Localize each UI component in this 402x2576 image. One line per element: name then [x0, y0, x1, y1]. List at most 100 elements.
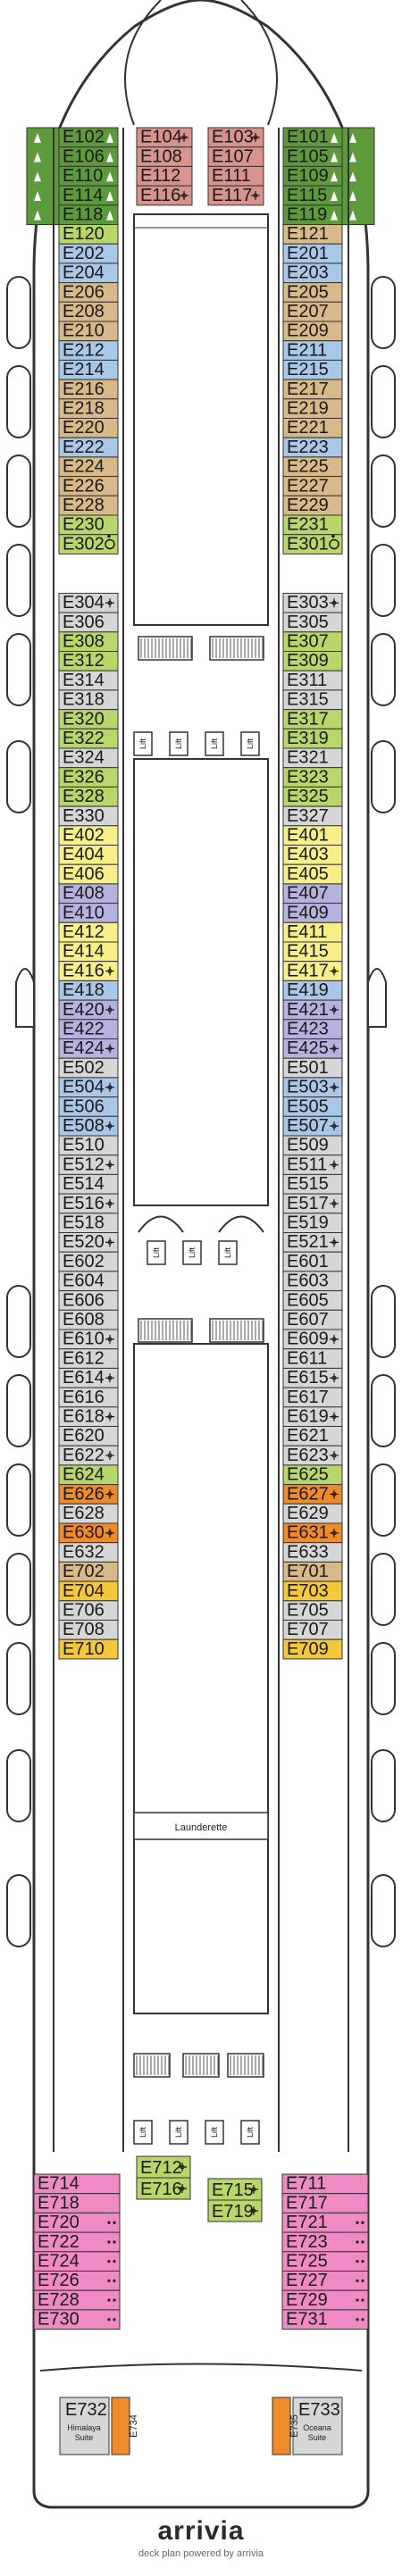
lifeboat-icon-shape	[106, 190, 113, 201]
cabin-port: E218	[58, 398, 119, 419]
cabin-starboard: E415	[282, 941, 343, 963]
stair-box	[133, 2053, 171, 2078]
cabin-number: E707	[287, 1620, 329, 1639]
lifeboat	[371, 276, 396, 349]
lift-label: Lift	[152, 1247, 161, 1259]
suite-side	[272, 2397, 291, 2455]
public-area	[133, 1343, 269, 2014]
cabin-starboard: E619	[282, 1406, 343, 1428]
connecting-door-icon	[330, 1005, 339, 1014]
connect-dot	[107, 1491, 113, 1496]
cabin-number: E307	[287, 632, 329, 652]
connecting-door-icon	[330, 1528, 339, 1538]
cabin-number: E315	[287, 690, 329, 710]
cabin-aft: E718	[33, 2193, 121, 2213]
cabin-number: E414	[63, 942, 105, 962]
cabin-number: E228	[63, 496, 105, 515]
cabin-number: E404	[63, 845, 105, 864]
cabin-starboard: E417	[282, 961, 343, 981]
lifeboat-icon	[106, 132, 113, 143]
atrium-stair	[218, 1215, 264, 1233]
cabin-number: E716	[140, 2180, 182, 2199]
cabin-number: E201	[287, 244, 329, 263]
cabin-number: E509	[287, 1136, 329, 1155]
connect-dot	[331, 1007, 337, 1013]
cabin-starboard: E603	[282, 1271, 343, 1292]
lift-box	[169, 731, 188, 756]
cabin-number: E319	[287, 729, 329, 748]
cabin-port: E312	[58, 651, 119, 671]
cabin-number: E204	[63, 263, 105, 283]
lift-box	[133, 2120, 153, 2145]
wheelchair-head	[331, 534, 335, 538]
connecting-door-icon	[178, 2184, 187, 2193]
cabin-number: E621	[287, 1426, 329, 1446]
bow-line	[124, 0, 162, 126]
cabin-number: E702	[63, 1562, 105, 1581]
suite-number: E732	[65, 2400, 107, 2420]
connect-cross	[105, 1238, 114, 1247]
connecting-door-icon	[330, 1412, 339, 1421]
connect-cross	[249, 2206, 258, 2215]
cabin-number: E421	[287, 1000, 329, 1020]
connect-cross	[251, 190, 260, 200]
cabin-center: E117	[207, 185, 264, 206]
sofa-dot	[361, 2260, 364, 2263]
tender	[367, 968, 387, 1028]
sofa-dot	[113, 2298, 116, 2302]
cabin-number: E308	[63, 632, 105, 652]
cabin-number: E417	[287, 961, 329, 980]
connecting-door-icon	[105, 1528, 114, 1538]
cabin-number: E403	[287, 845, 329, 864]
cabin-number: E712	[140, 2158, 182, 2178]
cabin-starboard: E611	[282, 1348, 343, 1369]
arrivia-logo: arrivia	[157, 2516, 245, 2546]
cabin-starboard: E519	[282, 1213, 343, 1234]
cabin-starboard: E119	[282, 204, 343, 226]
suite-side-number: E735	[289, 2414, 300, 2438]
cabin-number: E711	[286, 2174, 326, 2194]
cabin-number: E630	[63, 1523, 105, 1543]
cabin-port: E106	[58, 146, 119, 167]
connect-cross	[105, 1412, 114, 1421]
lifeboat-icon	[331, 171, 338, 182]
lifeboat	[6, 1642, 31, 1715]
connect-dot	[107, 600, 113, 605]
connecting-door-icon	[330, 1198, 339, 1208]
cabin-port: E204	[58, 263, 119, 284]
cabin-number: E229	[287, 496, 329, 515]
lifeboat-icon	[331, 132, 338, 143]
cabin-port: E406	[58, 863, 119, 885]
sofa-bed-icon	[107, 2260, 116, 2263]
cabin-center: E112	[136, 165, 193, 187]
lift-label: Lift	[223, 1247, 232, 1259]
cabin-port: E610	[58, 1329, 119, 1350]
lifeboat-icon-shape	[34, 132, 41, 143]
lift: Lift	[169, 731, 188, 756]
connecting-door-icon	[330, 598, 339, 608]
connecting-door-icon	[330, 1373, 339, 1383]
cabin-number: E107	[212, 146, 254, 166]
cabin-fill	[33, 2309, 121, 2330]
connecting-door-icon	[105, 598, 114, 608]
connecting-door-icon	[178, 2163, 187, 2172]
lift-label: Lift	[246, 2127, 255, 2138]
cabin-port: E616	[58, 1387, 119, 1408]
cabin-center: E716	[136, 2177, 191, 2200]
connect-dot	[331, 1085, 337, 1090]
lift-box	[182, 1240, 202, 1265]
cabin-port: E612	[58, 1348, 119, 1369]
cabin-starboard: E317	[282, 709, 343, 729]
cabin-number: E602	[63, 1252, 105, 1271]
sofa-dot	[356, 2298, 359, 2302]
cabin-number: E327	[287, 806, 329, 826]
cabin-number: E416	[63, 961, 105, 980]
connect-cross	[330, 1373, 339, 1383]
lifeboat	[6, 1553, 31, 1626]
cabin-starboard: E609	[282, 1329, 343, 1350]
lifeboat	[371, 1463, 396, 1537]
cabin-port: E220	[58, 418, 119, 438]
lift-label: Lift	[138, 2127, 147, 2138]
cabin-number: E629	[287, 1504, 329, 1523]
